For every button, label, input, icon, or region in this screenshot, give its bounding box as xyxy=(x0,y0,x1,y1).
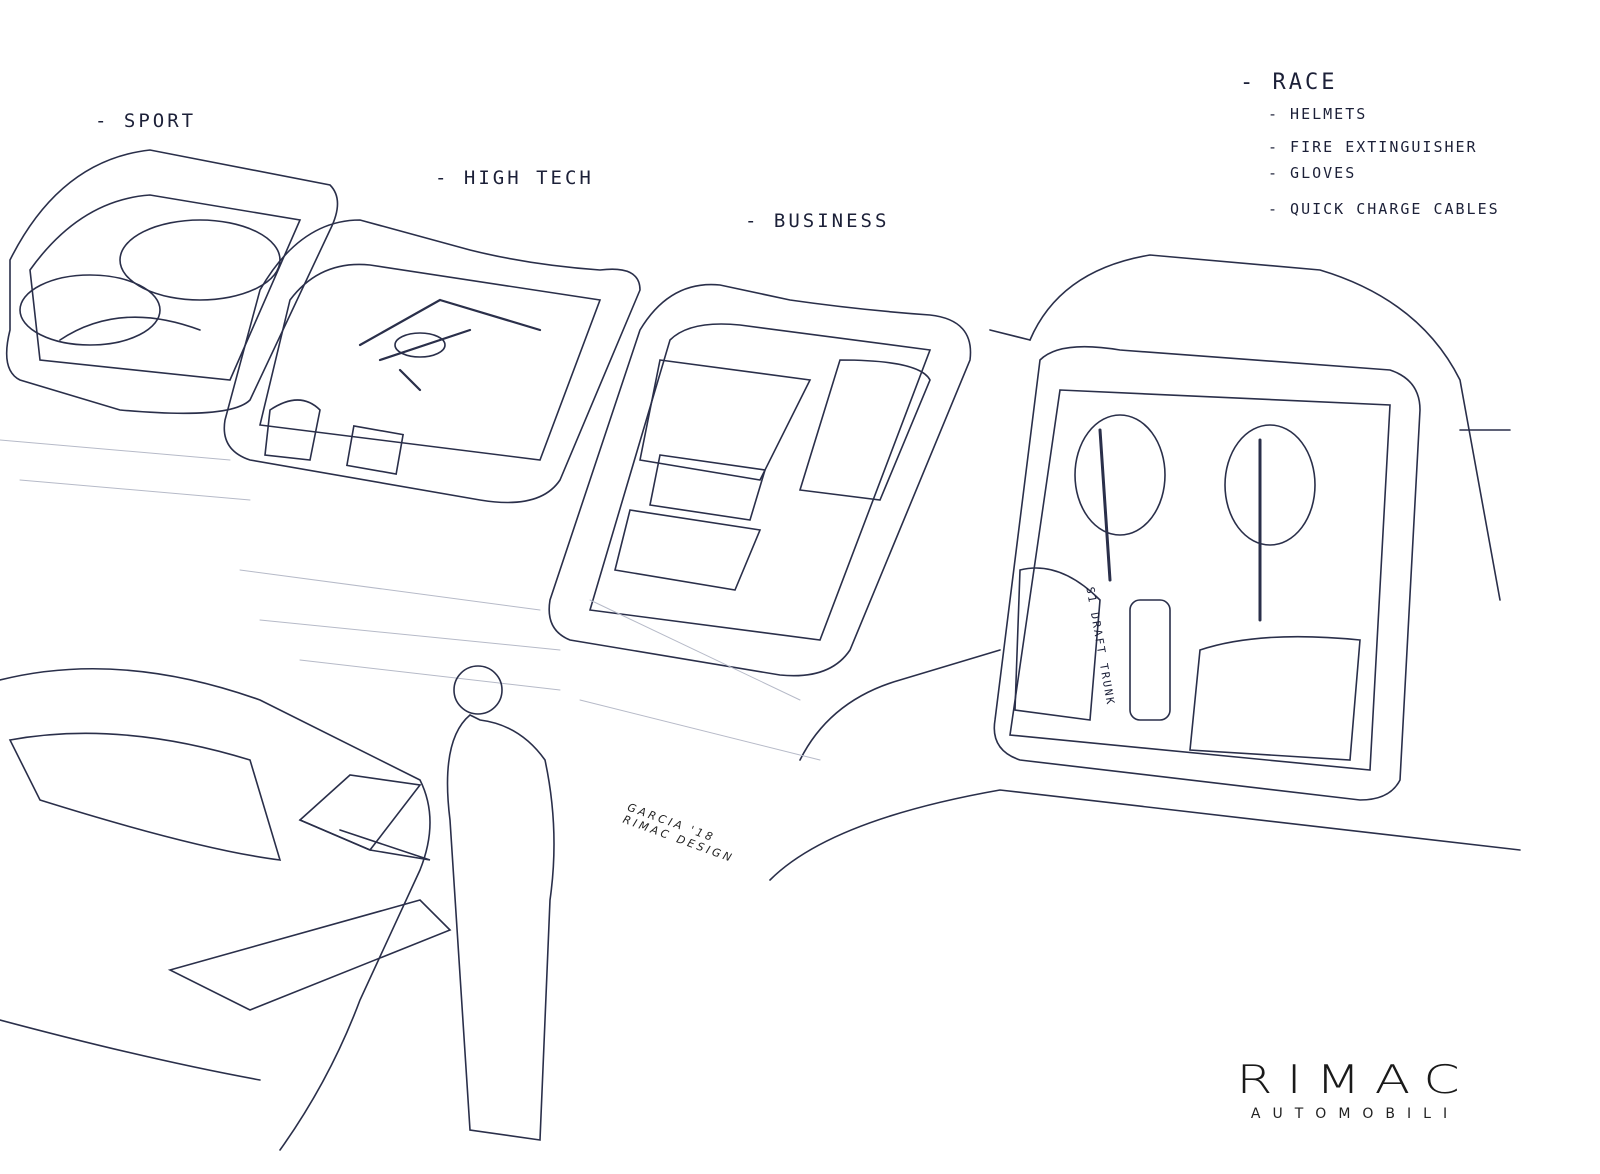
race-item-fire-extinguisher: - FIRE EXTINGUISHER xyxy=(1268,138,1478,156)
floor-shadow-hatching xyxy=(0,439,821,761)
rimac-logo: RIMAC AUTOMOBILI xyxy=(1185,1050,1525,1123)
label-high-tech: - HIGH TECH xyxy=(435,167,594,189)
person-with-laptop-sketch xyxy=(298,665,555,1141)
high-tech-trunk-sketch xyxy=(223,219,641,504)
logo-subtitle: AUTOMOBILI xyxy=(1250,1106,1460,1122)
logo-wordmark: RIMAC xyxy=(1236,1057,1474,1103)
label-sport: - SPORT xyxy=(95,110,197,132)
car-front-sketch xyxy=(0,667,452,1151)
label-race: - RACE xyxy=(1240,70,1338,95)
race-trunk-sketch xyxy=(769,254,1521,881)
race-item-helmets: - HELMETS xyxy=(1268,105,1368,123)
business-trunk-sketch xyxy=(548,283,972,677)
race-item-quick-charge-cables: - QUICK CHARGE CABLES xyxy=(1268,200,1500,218)
sport-trunk-sketch xyxy=(5,149,339,415)
race-item-gloves: - GLOVES xyxy=(1268,164,1357,182)
label-business: - BUSINESS xyxy=(745,210,890,232)
